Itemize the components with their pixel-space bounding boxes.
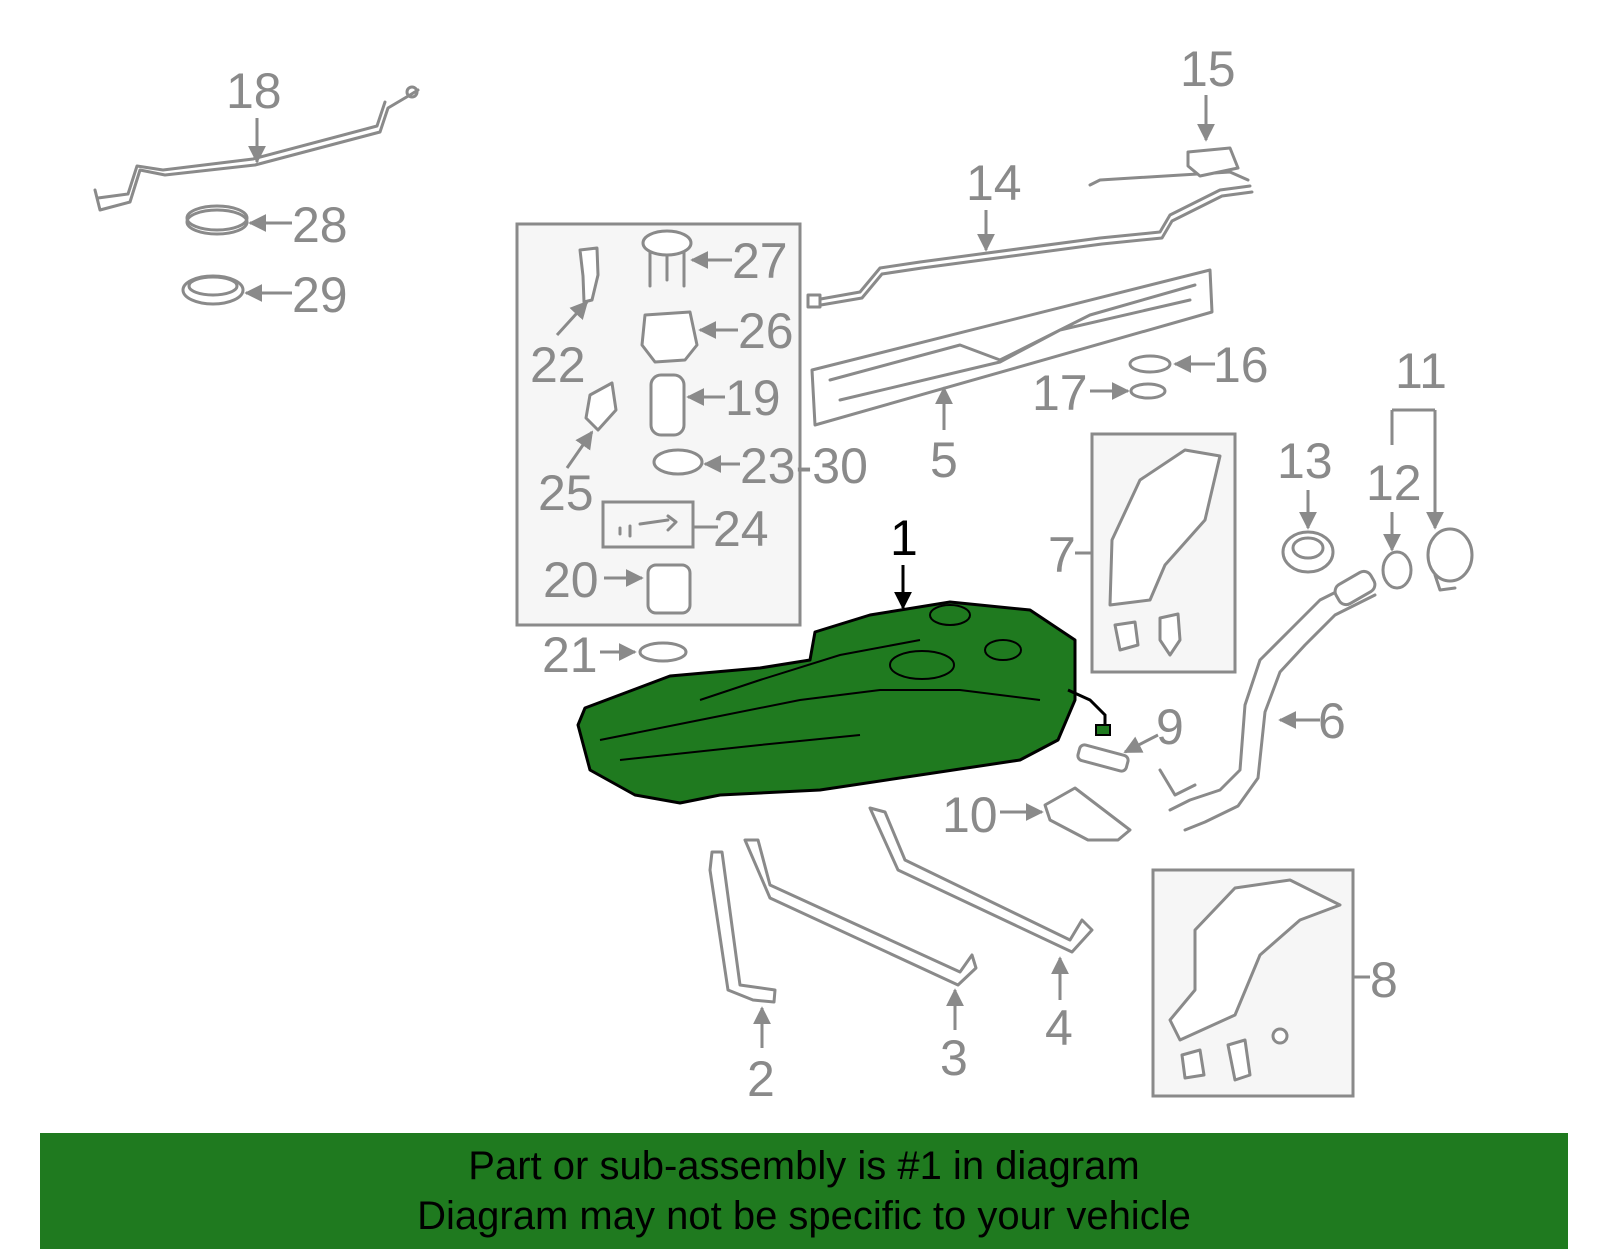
vent-line-14 bbox=[813, 184, 1252, 302]
fuel-tank-1-connector bbox=[1095, 724, 1111, 736]
info-banner: Part or sub-assembly is #1 in diagram Di… bbox=[40, 1133, 1568, 1249]
valve-9 bbox=[1076, 743, 1130, 773]
heat-shield-8 bbox=[1168, 878, 1342, 1042]
callout-19: 19 bbox=[725, 370, 781, 426]
tank-protector-5 bbox=[810, 268, 1214, 427]
leader-9 bbox=[1123, 733, 1159, 754]
pump-cover-27-legs bbox=[648, 250, 686, 288]
vent-line-14-fitting bbox=[806, 293, 822, 309]
sub-assembly-24-box bbox=[601, 500, 695, 549]
fuel-door-11-hinge bbox=[1433, 573, 1457, 592]
vent-line-14-branch bbox=[1088, 170, 1250, 187]
vent-line-14-inner bbox=[813, 190, 1254, 308]
leader-22 bbox=[555, 300, 589, 337]
fuel-line-18-inner bbox=[96, 100, 387, 200]
strap-4 bbox=[868, 806, 1094, 954]
filler-pipe-6-neck bbox=[1333, 569, 1377, 607]
pump-bracket-26 bbox=[640, 310, 699, 364]
callout-12: 12 bbox=[1366, 455, 1422, 511]
fuel-door-11 bbox=[1426, 527, 1474, 583]
callout-17: 17 bbox=[1032, 365, 1088, 421]
fuel-tank-1-details bbox=[599, 604, 1041, 761]
o-ring-17 bbox=[1129, 382, 1167, 400]
callout-8: 8 bbox=[1370, 952, 1398, 1008]
callout-7: 7 bbox=[1048, 527, 1076, 583]
banner-line-1: Part or sub-assembly is #1 in diagram bbox=[468, 1144, 1140, 1188]
bracket-10 bbox=[1043, 786, 1132, 842]
callout-10: 10 bbox=[942, 787, 998, 843]
fuel-tank-1-hose bbox=[1067, 688, 1107, 730]
valve-24 bbox=[618, 514, 678, 538]
callout-29: 29 bbox=[292, 267, 348, 323]
filler-pipe-6-hose bbox=[1158, 768, 1197, 797]
callout-14: 14 bbox=[966, 155, 1022, 211]
callout-16: 16 bbox=[1213, 337, 1269, 393]
callout-21: 21 bbox=[542, 627, 598, 683]
banner-line-2: Diagram may not be specific to your vehi… bbox=[417, 1194, 1191, 1238]
callout-22: 22 bbox=[530, 337, 586, 393]
fuel-cap-13-top bbox=[1291, 536, 1325, 560]
gasket-12 bbox=[1381, 550, 1413, 590]
callout-1: 1 bbox=[890, 510, 918, 566]
strap-3 bbox=[743, 838, 978, 987]
tank-protector-5-ribs bbox=[828, 283, 1197, 402]
filler-pipe-6 bbox=[1168, 578, 1362, 812]
callout-2: 2 bbox=[747, 1051, 775, 1107]
gasket-21 bbox=[638, 641, 688, 663]
callout-26: 26 bbox=[738, 303, 794, 359]
callout-5: 5 bbox=[930, 432, 958, 488]
fuel-pump-19 bbox=[649, 373, 686, 437]
callout-15: 15 bbox=[1180, 41, 1236, 97]
bolt-8 bbox=[1271, 1027, 1289, 1045]
filter-20 bbox=[646, 563, 692, 615]
lock-ring-28-top bbox=[185, 204, 249, 232]
clips-8 bbox=[1180, 1038, 1252, 1082]
gasket-29-inner bbox=[187, 275, 239, 297]
callout-28: 28 bbox=[292, 197, 348, 253]
leader-25 bbox=[565, 430, 594, 469]
valve-15 bbox=[1186, 146, 1240, 178]
fuel-line-18 bbox=[93, 88, 420, 212]
fuel-line-18-fitting bbox=[405, 85, 419, 99]
callout-25: 25 bbox=[538, 465, 594, 521]
callout-3: 3 bbox=[940, 1030, 968, 1086]
callout-13: 13 bbox=[1277, 433, 1333, 489]
filter-23-30 bbox=[652, 448, 704, 476]
shield-7 bbox=[1108, 448, 1222, 607]
sender-22 bbox=[578, 246, 600, 304]
fuel-tank-1 bbox=[576, 600, 1077, 805]
gasket-16 bbox=[1128, 354, 1172, 374]
callout-9: 9 bbox=[1156, 699, 1184, 755]
callout-18: 18 bbox=[226, 63, 282, 119]
strap-2 bbox=[708, 850, 777, 1004]
callout-4: 4 bbox=[1045, 1000, 1073, 1056]
bracket-25 bbox=[584, 381, 618, 432]
callout-23-30: 23-30 bbox=[740, 438, 868, 494]
callout-6: 6 bbox=[1318, 693, 1346, 749]
callout-27: 27 bbox=[732, 233, 788, 289]
callout-11: 11 bbox=[1395, 343, 1447, 399]
clips-7 bbox=[1113, 612, 1182, 657]
callout-20: 20 bbox=[543, 552, 599, 608]
callout-24: 24 bbox=[713, 501, 769, 557]
filler-pipe-6-inner bbox=[1183, 593, 1377, 832]
